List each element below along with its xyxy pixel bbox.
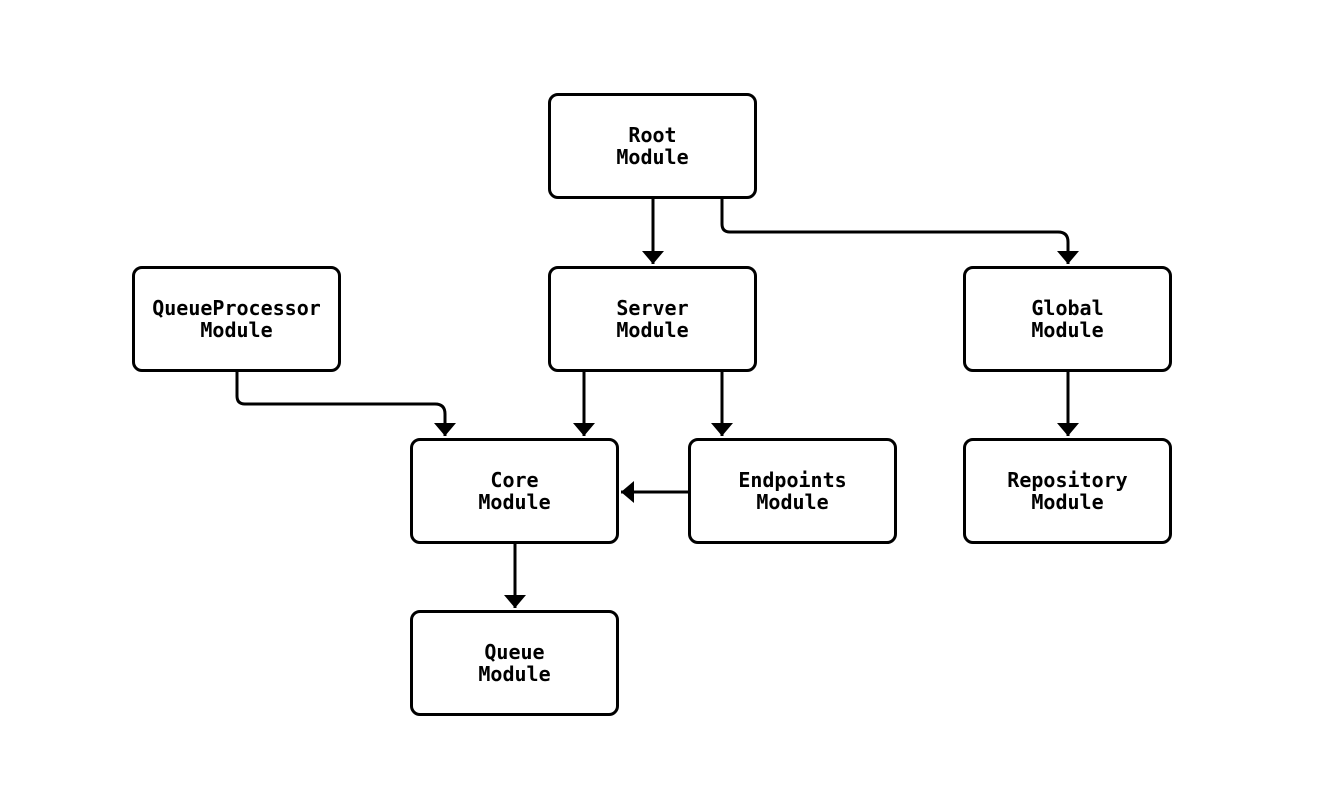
node-repository-module: Repository Module xyxy=(963,438,1172,544)
node-root-module: Root Module xyxy=(548,93,757,199)
node-server-module-label: Server Module xyxy=(616,296,689,342)
node-repository-module-label: Repository Module xyxy=(1007,468,1128,514)
node-endpoints-module-label: Endpoints Module xyxy=(738,468,847,514)
node-global-module: Global Module xyxy=(963,266,1172,372)
node-root-module-label: Root Module xyxy=(616,123,689,169)
node-core-module-label: Core Module xyxy=(478,468,551,514)
node-queueprocessor-module: QueueProcessor Module xyxy=(132,266,341,372)
node-server-module: Server Module xyxy=(548,266,757,372)
node-global-module-label: Global Module xyxy=(1031,296,1104,342)
edge-queueprocessor-to-core xyxy=(235,372,456,436)
node-queue-module: Queue Module xyxy=(410,610,619,716)
node-endpoints-module: Endpoints Module xyxy=(688,438,897,544)
edge-root-to-global xyxy=(720,199,1079,264)
node-queueprocessor-module-label: QueueProcessor Module xyxy=(152,296,321,342)
node-core-module: Core Module xyxy=(410,438,619,544)
node-queue-module-label: Queue Module xyxy=(478,640,551,686)
